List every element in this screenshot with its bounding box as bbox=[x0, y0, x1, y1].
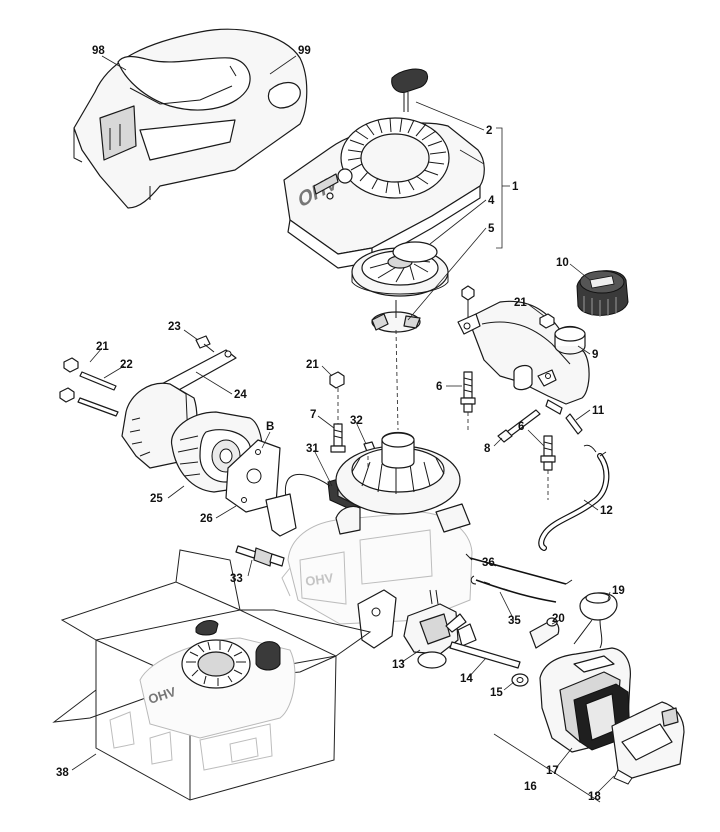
callout-label: 32 bbox=[350, 415, 363, 427]
callout-label: 18 bbox=[588, 791, 601, 803]
callout-label: 98 bbox=[92, 45, 105, 57]
spark-plug bbox=[235, 545, 285, 567]
callout-label: 15 bbox=[490, 687, 503, 699]
callout-label: 20 bbox=[552, 613, 565, 625]
starter-pulley bbox=[351, 241, 449, 297]
callout-label: 21 bbox=[514, 297, 527, 309]
callout-label: 8 bbox=[484, 443, 491, 455]
air-filter-housing bbox=[539, 647, 685, 785]
callout-labels: 98 99 2 1 4 5 10 21 9 6 11 8 6 12 23 21 … bbox=[56, 45, 625, 803]
callout-label: 6 bbox=[518, 421, 524, 433]
callout-label: 16 bbox=[524, 781, 537, 793]
callout-label: 1 bbox=[512, 181, 519, 193]
muffler-gasket bbox=[225, 439, 281, 513]
callout-label: 4 bbox=[488, 195, 495, 207]
throttle-linkage bbox=[465, 553, 573, 603]
callout-label: 38 bbox=[56, 767, 69, 779]
leader-lines bbox=[71, 55, 615, 795]
callout-label: 11 bbox=[592, 405, 605, 417]
top-shroud-part bbox=[73, 28, 308, 209]
fuel-tank bbox=[457, 300, 590, 415]
packaged-engine-box: OHV bbox=[52, 549, 372, 801]
callout-label: 5 bbox=[488, 223, 495, 235]
callout-label: 14 bbox=[460, 673, 473, 685]
callout-label: 17 bbox=[546, 765, 559, 777]
svg-text:OHV: OHV bbox=[304, 570, 334, 589]
callout-label: 22 bbox=[120, 359, 133, 371]
callout-label: 21 bbox=[306, 359, 319, 371]
callout-label: 12 bbox=[600, 505, 613, 517]
callout-label: 2 bbox=[486, 125, 492, 137]
callout-label: 13 bbox=[392, 659, 405, 671]
callout-label: 25 bbox=[150, 493, 163, 505]
callout-label: 19 bbox=[612, 585, 625, 597]
assembly-axes bbox=[337, 329, 549, 500]
engine-block: OHV bbox=[281, 431, 473, 625]
callout-label: 6 bbox=[436, 381, 442, 393]
fuel-cap bbox=[576, 270, 629, 317]
recoil-starter-housing: OHV bbox=[283, 68, 485, 269]
grouping-brackets bbox=[493, 127, 601, 803]
callout-label: 24 bbox=[234, 389, 247, 401]
callout-label: 23 bbox=[168, 321, 181, 333]
starter-pawl bbox=[371, 300, 421, 333]
air-filter-hardware bbox=[511, 592, 618, 687]
callout-label: 9 bbox=[592, 349, 598, 361]
callout-label: 36 bbox=[482, 557, 495, 569]
callout-label: 33 bbox=[230, 573, 243, 585]
callout-label: 7 bbox=[310, 409, 316, 421]
callout-label: 26 bbox=[200, 513, 213, 525]
callout-label: B bbox=[266, 421, 274, 433]
fuel-hose bbox=[538, 444, 610, 551]
callout-label: 21 bbox=[96, 341, 109, 353]
callout-label: 31 bbox=[306, 443, 319, 455]
callout-label: 10 bbox=[556, 257, 569, 269]
callout-label: 99 bbox=[298, 45, 311, 57]
hardware-fasteners bbox=[59, 285, 583, 471]
callout-label: 35 bbox=[508, 615, 521, 627]
